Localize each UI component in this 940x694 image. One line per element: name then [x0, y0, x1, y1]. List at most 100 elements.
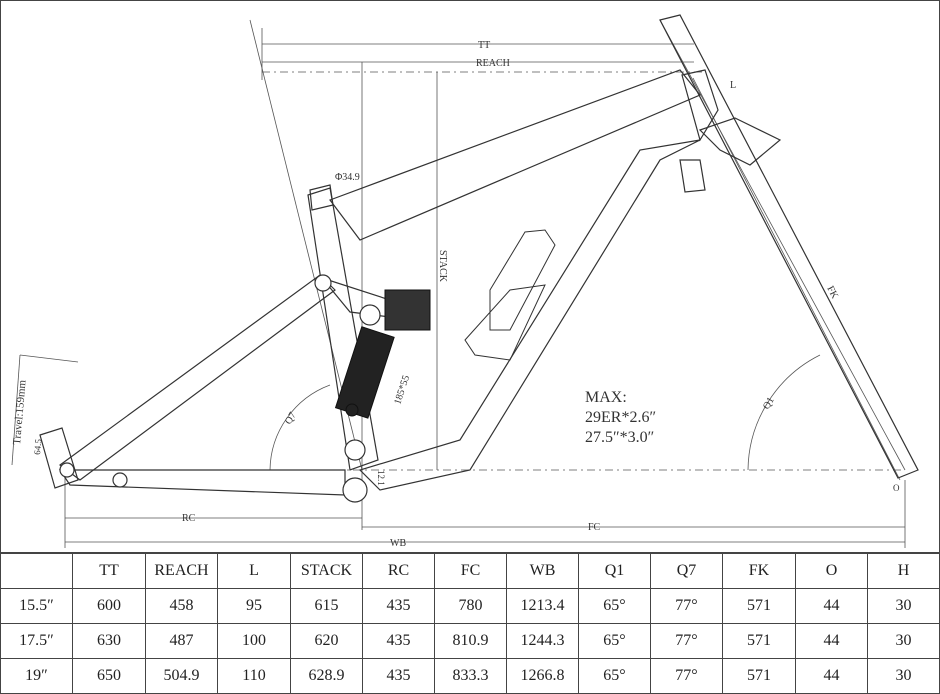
table-cell: 780 — [434, 588, 507, 624]
o-label: O — [893, 483, 900, 493]
pivots — [59, 274, 381, 503]
table-cell: 810.9 — [434, 623, 507, 659]
table-cell: 65° — [578, 658, 651, 694]
table-cell: 1266.8 — [506, 658, 579, 694]
table-cell: 504.9 — [145, 658, 218, 694]
head-tube — [681, 69, 719, 142]
max-275: 27.5″*3.0″ — [585, 429, 654, 446]
header-cell-stack: STACK — [290, 553, 363, 589]
q7-label: Q7 — [283, 410, 299, 426]
table-header-row: TT REACH L STACK RC FC WB Q1 Q7 FK O H — [0, 553, 940, 589]
seat-stay — [58, 274, 336, 481]
tt-label: TT — [478, 40, 490, 51]
travel-label: Travel:159mm — [11, 379, 29, 445]
table-row: 19″ 650 504.9 110 628.9 435 833.3 1266.8… — [0, 658, 940, 694]
max-title: MAX: — [585, 389, 627, 406]
chain-stay — [58, 469, 346, 496]
table-cell: 571 — [722, 623, 796, 659]
table-cell: 620 — [290, 623, 363, 659]
travel-line — [19, 354, 79, 363]
table-cell: 30 — [867, 658, 940, 694]
shock-size-label: 185*55 — [392, 374, 412, 406]
header-cell-l: L — [217, 553, 291, 589]
table-cell: 19″ — [0, 658, 73, 694]
table-cell: 44 — [795, 658, 868, 694]
header-cell-h: H — [867, 553, 940, 589]
water-bottle — [489, 229, 556, 331]
header-cell-o: O — [795, 553, 868, 589]
table-cell: 95 — [217, 588, 291, 624]
table-cell: 650 — [72, 658, 146, 694]
shock-eyelet — [345, 403, 359, 417]
rear-shock — [334, 289, 431, 419]
rear-axle — [59, 462, 75, 478]
table-cell: 110 — [217, 658, 291, 694]
frame-geometry-diagram: TT REACH STACK FK Q1 Q7 RC FC WB Φ34.9 1… — [0, 0, 940, 553]
main-pivot — [344, 439, 366, 461]
table-cell: 600 — [72, 588, 146, 624]
header-cell-reach: REACH — [145, 553, 218, 589]
table-cell: 30 — [867, 588, 940, 624]
table-cell: 435 — [362, 658, 435, 694]
fk-dim-line — [692, 77, 901, 481]
bottom-bracket — [342, 477, 368, 503]
dimension-lines — [11, 19, 906, 548]
table-cell: 435 — [362, 623, 435, 659]
wb-label: WB — [390, 538, 406, 549]
table-cell: 458 — [145, 588, 218, 624]
table-cell: 630 — [72, 623, 146, 659]
table-row: 15.5″ 600 458 95 615 435 780 1213.4 65° … — [0, 588, 940, 624]
l-label: L — [730, 80, 736, 91]
table-cell: 15.5″ — [0, 588, 73, 624]
travel-line-2 — [11, 354, 21, 466]
table-cell: 44 — [795, 623, 868, 659]
chainstay-pivot — [112, 472, 128, 488]
fk-label: FK — [824, 284, 840, 301]
upper-pivot — [314, 274, 332, 292]
q1-arc — [747, 354, 821, 471]
header-cell-fc: FC — [434, 553, 507, 589]
bb-label: 12.1 — [376, 470, 386, 486]
reach-label: REACH — [476, 58, 510, 69]
header-cell-wb: WB — [506, 553, 579, 589]
table-row: 17.5″ 630 487 100 620 435 810.9 1244.3 6… — [0, 623, 940, 659]
headset-lower — [698, 117, 782, 166]
frame-drawing: TT REACH STACK FK Q1 Q7 RC FC WB Φ34.9 1… — [0, 0, 940, 553]
cable-port — [679, 159, 706, 193]
rear-dropout — [39, 427, 79, 489]
table-cell: 65° — [578, 623, 651, 659]
table-cell: 30 — [867, 623, 940, 659]
table-cell: 77° — [650, 588, 723, 624]
table-cell: 571 — [722, 588, 796, 624]
geometry-table: TT REACH L STACK RC FC WB Q1 Q7 FK O H 1… — [0, 553, 940, 694]
fc-label: FC — [588, 522, 601, 533]
top-tube — [329, 69, 701, 241]
header-cell-rc: RC — [362, 553, 435, 589]
table-cell: 77° — [650, 623, 723, 659]
table-cell: 435 — [362, 588, 435, 624]
header-cell-tt: TT — [72, 553, 146, 589]
table-cell: 1213.4 — [506, 588, 579, 624]
rc-label: RC — [182, 513, 196, 524]
table-cell: 77° — [650, 658, 723, 694]
table-cell: 628.9 — [290, 658, 363, 694]
table-cell: 571 — [722, 658, 796, 694]
rear-spacing-label: 64.5 — [32, 438, 43, 455]
table-cell: 100 — [217, 623, 291, 659]
bottle-group — [464, 229, 556, 361]
max-29er: 29ER*2.6″ — [585, 409, 656, 426]
seat-clamp — [309, 184, 334, 211]
bottle-cage — [464, 284, 546, 361]
table-cell: 44 — [795, 588, 868, 624]
table-cell: 65° — [578, 588, 651, 624]
seatpost-label: Φ34.9 — [335, 172, 360, 183]
down-tube — [358, 139, 701, 491]
head-angle-line — [659, 19, 906, 471]
table-cell: 833.3 — [434, 658, 507, 694]
table-cell: 487 — [145, 623, 218, 659]
q1-label: Q1 — [761, 395, 777, 411]
table-cell: 615 — [290, 588, 363, 624]
header-cell-q7: Q7 — [650, 553, 723, 589]
header-cell-size — [0, 553, 73, 589]
header-cell-fk: FK — [722, 553, 796, 589]
